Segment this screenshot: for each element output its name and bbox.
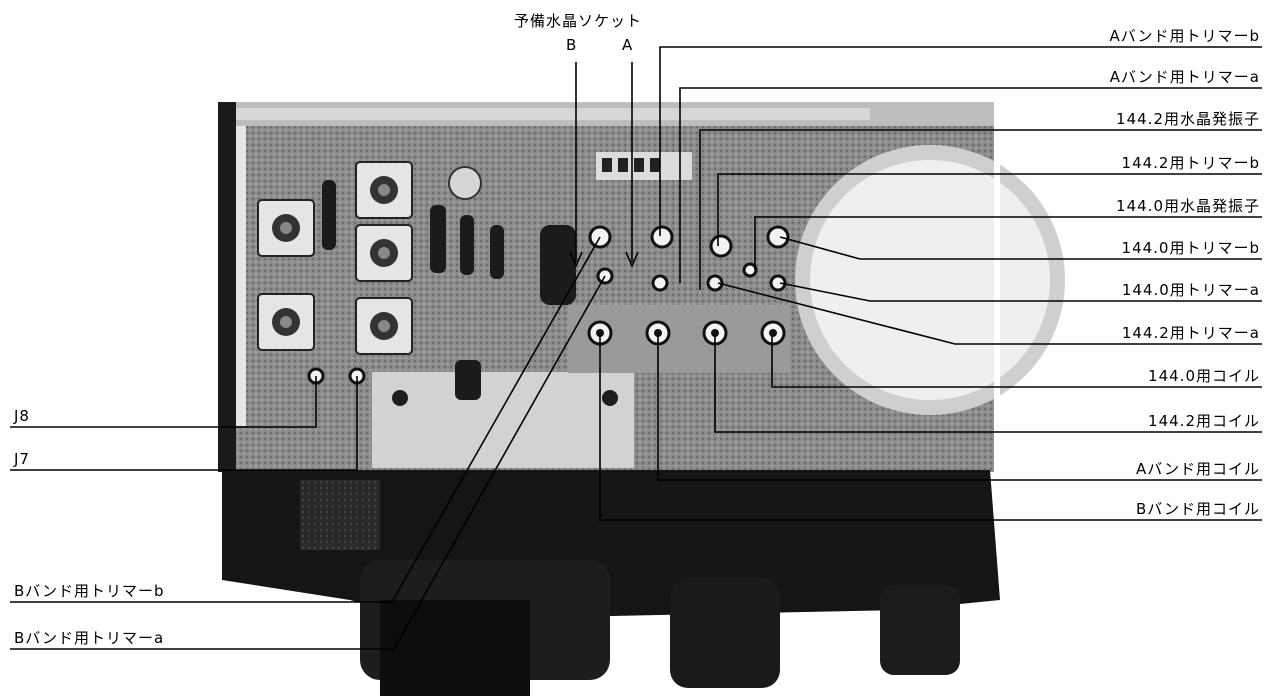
label-j7: J7	[14, 450, 30, 468]
label-a-band-coil: Aバンド用コイル	[1135, 460, 1260, 478]
label-1440-trimmer-a: 144.0用トリマーa	[1121, 281, 1260, 299]
label-a-band-trimmer-b: Aバンド用トリマーb	[1109, 27, 1260, 45]
socket-a-label: A	[622, 36, 634, 54]
label-b-band-trimmer-a: Bバンド用トリマーa	[14, 629, 165, 647]
label-1440-coil: 144.0用コイル	[1148, 367, 1260, 385]
label-j8: J8	[14, 407, 30, 425]
label-b-band-coil: Bバンド用コイル	[1135, 500, 1260, 518]
label-1442-crystal: 144.2用水晶発振子	[1116, 110, 1260, 128]
label-b-band-trimmer-b: Bバンド用トリマーb	[14, 582, 165, 600]
chassis	[218, 102, 1065, 696]
socket-title: 予備水晶ソケット	[514, 12, 643, 30]
label-1442-trimmer-b: 144.2用トリマーb	[1121, 154, 1260, 172]
label-1442-coil: 144.2用コイル	[1148, 412, 1260, 430]
label-1442-trimmer-a: 144.2用トリマーa	[1121, 324, 1260, 342]
label-a-band-trimmer-a: Aバンド用トリマーa	[1109, 68, 1260, 86]
socket-b-label: B	[566, 36, 578, 54]
label-1440-trimmer-b: 144.0用トリマーb	[1121, 239, 1260, 257]
leader-lines	[10, 46, 1262, 650]
label-1440-crystal: 144.0用水晶発振子	[1116, 197, 1260, 215]
